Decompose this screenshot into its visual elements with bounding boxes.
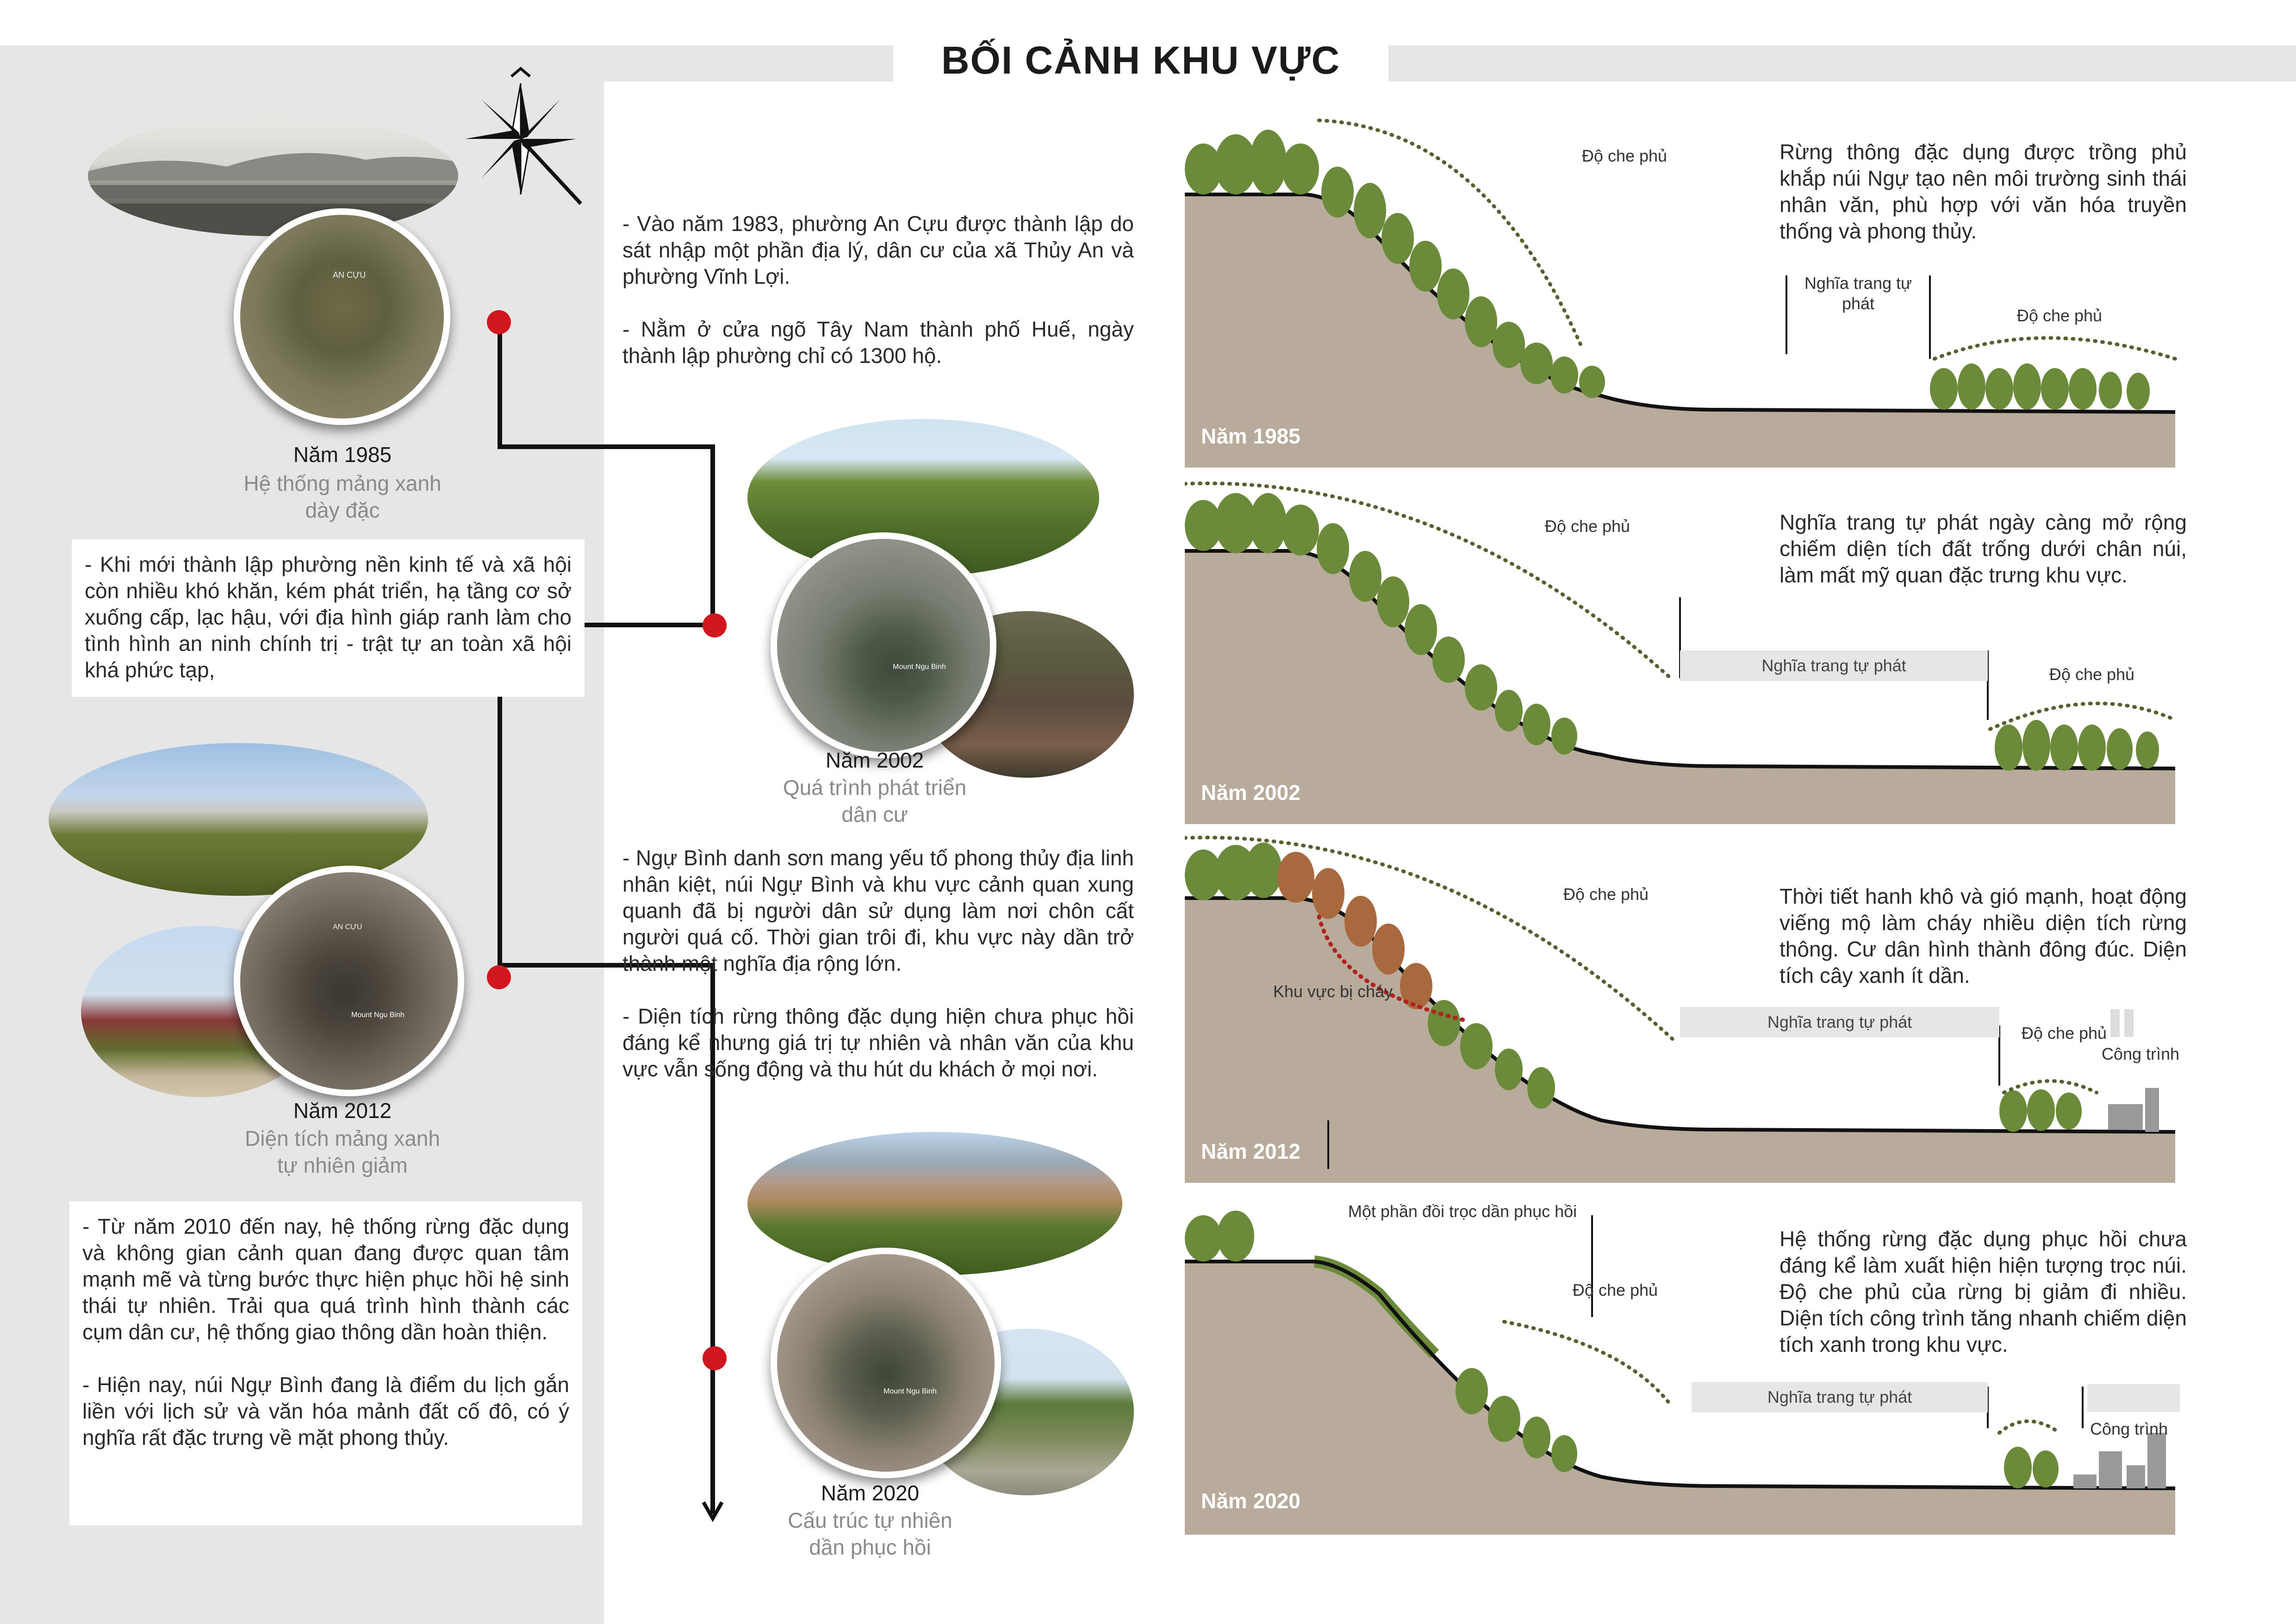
section-1985: Độ che phủ Nghĩa trang tự phát Độ che ph… (1185, 118, 2180, 470)
compass-icon (465, 67, 582, 205)
timeline-dot-2020 (703, 1346, 727, 1370)
satellite-map-2002: Mount Ngu Binh (771, 532, 996, 758)
section-year-1985: Năm 1985 (1201, 424, 1300, 448)
map-label-2012: Mount Ngu Binh (351, 1011, 404, 1019)
history-p2: - Diện tích rừng thông đặc dụng hiện chư… (622, 1004, 1134, 1081)
label-cemetery-1985: Nghĩa trang tự phát (1804, 274, 1912, 313)
label-bare-2020: Một phần đồi trọc dần phục hồi (1348, 1202, 1577, 1221)
label-cover-2012b: Độ che phủ (2021, 1024, 2107, 1043)
section-drawing-2020 (1185, 1211, 2180, 1535)
label-building-2020: Công trình (2090, 1419, 2168, 1438)
label-cover-1985a: Độ che phủ (1581, 146, 1668, 165)
section-year-2020: Năm 2020 (1201, 1489, 1300, 1513)
label-cover-2002b: Độ che phủ (2049, 665, 2135, 684)
section-2012: Nghĩa trang tự phát Độ che phủ Khu vực b… (1185, 833, 2180, 1185)
section-year-2002: Năm 2002 (1201, 781, 1300, 805)
label-cover-1985b: Độ che phủ (2016, 306, 2103, 325)
map-label-2012b: AN CỰU (333, 923, 362, 931)
section-text-2020: Hệ thống rừng đặc dụng phục hồi chưa đán… (1780, 1227, 2187, 1356)
title-bar-right (1388, 45, 2296, 81)
section-drawing-2002 (1185, 481, 2177, 824)
label-building-2012: Công trình (2101, 1044, 2180, 1063)
city-view-photo-2020 (747, 1132, 1122, 1275)
year-label-1985: Năm 1985 (293, 443, 392, 467)
label-cover-2020: Độ che phủ (1572, 1280, 1658, 1299)
section-year-2012: Năm 2012 (1201, 1139, 1300, 1163)
section-2020: Nghĩa trang tự phát Một phần đồi trọc dầ… (1185, 1192, 2180, 1537)
history-text-block: - Ngự Bình danh sơn mang yếu tố phong th… (622, 845, 1134, 1082)
year-label-2002: Năm 2002 (825, 748, 924, 772)
intro-text-block: - Vào năm 1983, phường An Cựu được thành… (622, 211, 1134, 369)
satellite-map-2020: Mount Ngu Binh (771, 1248, 1001, 1478)
map-label-2020: Mount Ngu Binh (884, 1387, 937, 1395)
note-recent-p1: - Từ năm 2010 đến nay, hệ thống rừng đặc… (82, 1214, 569, 1344)
section-text-1985: Rừng thông đặc dụng được trồng phủ khắp … (1780, 140, 2187, 243)
history-p1: - Ngự Bình danh sơn mang yếu tố phong th… (622, 846, 1134, 975)
label-cover-2002a: Độ che phủ (1544, 517, 1630, 536)
satellite-map-1985: AN CỰU (234, 208, 450, 425)
year-label-2020: Năm 2020 (821, 1481, 920, 1505)
timeline-dot-2002 (703, 613, 727, 637)
timeline-dot-2012 (487, 965, 511, 989)
section-text-2012: Thời tiết hanh khô và gió mạnh, hoạt độn… (1780, 884, 2187, 987)
section-drawing-1985 (1185, 119, 2177, 468)
section-2002: Nghĩa trang tự phát Độ che phủ Độ che ph… (1185, 479, 2180, 826)
label-cemetery-2002: Nghĩa trang tự phát (1680, 650, 1988, 681)
page-title: BỐI CẢNH KHU VỰC (941, 38, 1341, 82)
timeline-dot-1985 (487, 310, 511, 334)
map-label-1985: AN CỰU (333, 270, 366, 280)
label-burned-2012: Khu vực bị cháy (1273, 982, 1393, 1001)
label-cemetery-2012: Nghĩa trang tự phát (1680, 1007, 1999, 1037)
historic-photo-1985 (88, 116, 458, 236)
section-text-2002: Nghĩa trang tự phát ngày càng mở rộng ch… (1780, 510, 2187, 587)
note-recent-p2: - Hiện nay, núi Ngự Bình đang là điểm du… (82, 1373, 569, 1449)
label-cemetery-2020: Nghĩa trang tự phát (1692, 1382, 1988, 1412)
map-label-2002: Mount Ngu Binh (893, 663, 946, 671)
label-cover-2012a: Độ che phủ (1563, 885, 1649, 904)
section-drawing-2012 (1185, 836, 2176, 1183)
note-early-period: - Khi mới thành lập phường nền kinh tế v… (72, 539, 585, 697)
satellite-map-2012: AN CỰU Mount Ngu Binh (234, 866, 464, 1096)
year-label-2012: Năm 2012 (293, 1099, 392, 1123)
intro-p1: - Vào năm 1983, phường An Cựu được thành… (622, 212, 1134, 288)
note-recent-period: - Từ năm 2010 đến nay, hệ thống rừng đặc… (69, 1201, 582, 1525)
intro-p2: - Nằm ở cửa ngõ Tây Nam thành phố Huế, n… (622, 317, 1134, 368)
title-bar-left (0, 45, 893, 81)
